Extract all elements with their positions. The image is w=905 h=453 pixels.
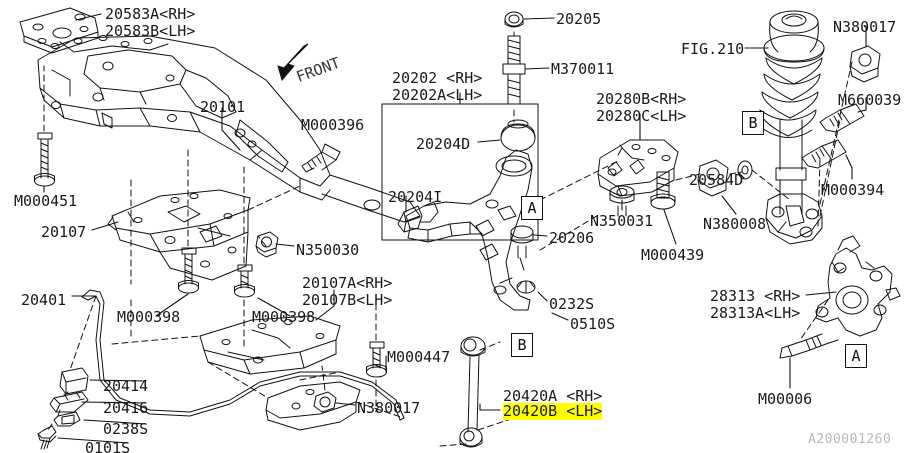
part-bolt-m000398-a: [178, 247, 199, 294]
part-label-l-n380017a: N380017: [357, 399, 421, 417]
part-label-l-20107a: 20107A<RH>: [302, 274, 393, 292]
part-under-cover-20107ab: [199, 315, 341, 375]
part-bolt-m000447: [366, 341, 387, 378]
reference-box-b-3: B: [511, 333, 533, 357]
part-label-l-20583b: 20583B<LH>: [105, 22, 196, 40]
part-label-l-0238s: 0238S: [103, 420, 149, 438]
part-label-l-20420a: 20420A <RH>: [503, 387, 603, 405]
part-strut-assembly-fig210: [759, 10, 825, 245]
part-nut-n380017-b: [849, 45, 881, 83]
part-label-l-20202: 20202 <RH>: [392, 69, 483, 87]
part-label-l-0232s: 0232S: [549, 295, 595, 313]
part-bolt-m000396: [301, 143, 341, 173]
part-label-l-20280c: 20280C<LH>: [596, 107, 687, 125]
part-bolt-m000451: [34, 132, 55, 187]
part-bushing-20204d: [500, 119, 536, 152]
part-label-l-20206: 20206: [549, 229, 595, 247]
part-stabilizer-bar-20401: [81, 289, 405, 421]
part-label-l-m370011: M370011: [551, 60, 615, 78]
part-label-l-20416: 20416: [103, 399, 149, 417]
part-bolt-m660039: [819, 103, 865, 133]
part-nut-n380017-a: [313, 391, 337, 413]
part-label-l-20101: 20101: [200, 98, 246, 116]
part-under-cover-20107: [107, 189, 251, 281]
part-label-l-m000451: M000451: [14, 192, 78, 210]
part-bolt-m370011: [502, 35, 526, 105]
part-label-l-28313a: 28313A<LH>: [710, 304, 801, 322]
part-label-l-m000439: M000439: [641, 246, 705, 264]
part-bolt-m000398-b: [234, 264, 255, 298]
part-label-l-20583a: 20583A<RH>: [105, 5, 196, 23]
part-bolt-m000394: [801, 139, 847, 169]
part-subframe-main-20101: [37, 35, 421, 223]
part-label-l-0510s: 0510S: [570, 315, 616, 333]
reference-box-a-0: A: [521, 196, 543, 220]
part-washer-0238s: [53, 411, 81, 427]
reference-box-a-1: A: [845, 344, 867, 368]
part-label-l-m00006: M00006: [758, 390, 813, 408]
diagram-watermark: A200001260: [808, 432, 892, 447]
part-nut-n350030: [255, 231, 279, 258]
part-nut-n380008: [697, 159, 729, 197]
part-stabilizer-link-20420: [459, 336, 486, 448]
part-bracket-20280: [597, 139, 679, 197]
part-label-l-20414: 20414: [103, 377, 149, 395]
part-bolt-0101s: [37, 425, 57, 450]
part-label-l-20202a: 20202A<LH>: [392, 86, 483, 104]
part-label-l-m000396: M000396: [301, 116, 365, 134]
part-label-l-20280b: 20280B<RH>: [596, 90, 687, 108]
part-knuckle-28313: [815, 235, 901, 337]
part-label-l-20420b: 20420B <LH>: [503, 402, 603, 420]
part-label-l-m000398b: M000398: [252, 308, 316, 326]
part-label-l-20204i: 20204I: [388, 188, 443, 206]
part-bracket-lower-left: [265, 381, 361, 431]
part-label-l-m660039: M660039: [838, 91, 902, 109]
part-label-l-n350031: N350031: [590, 212, 654, 230]
part-stabilizer-bushing-20414: [59, 367, 89, 395]
part-label-l-20401: 20401: [21, 291, 67, 309]
part-label-l-m000394: M000394: [821, 181, 885, 199]
part-label-l-n350030: N350030: [296, 241, 360, 259]
part-label-l-m000447: M000447: [387, 348, 451, 366]
part-label-l-n380008: N380008: [703, 215, 767, 233]
part-label-l-n380017b: N380017: [833, 18, 897, 36]
part-label-l-28313: 28313 <RH>: [710, 287, 801, 305]
part-label-l-20204d: 20204D: [416, 135, 471, 153]
front-arrow-icon: [277, 43, 309, 82]
reference-box-b-2: B: [742, 111, 764, 135]
part-label-l-0101s: 0101S: [85, 439, 131, 453]
part-crossmember-20101: [19, 7, 99, 54]
part-nut-20205: [504, 11, 524, 28]
part-label-l-20584d: 20584D: [689, 171, 744, 189]
part-lower-control-arm-20202: [397, 149, 533, 311]
part-label-l-20205: 20205: [556, 10, 602, 28]
part-label-l-20107: 20107: [41, 223, 87, 241]
part-ball-joint-20206: [499, 225, 536, 294]
part-label-l-m000398a: M000398: [117, 308, 181, 326]
part-label-l-fig210: FIG.210: [681, 40, 745, 58]
part-label-l-20107b: 20107B<LH>: [302, 291, 393, 309]
part-bolt-m000439: [650, 171, 676, 210]
part-bolt-m00006: [779, 333, 839, 359]
